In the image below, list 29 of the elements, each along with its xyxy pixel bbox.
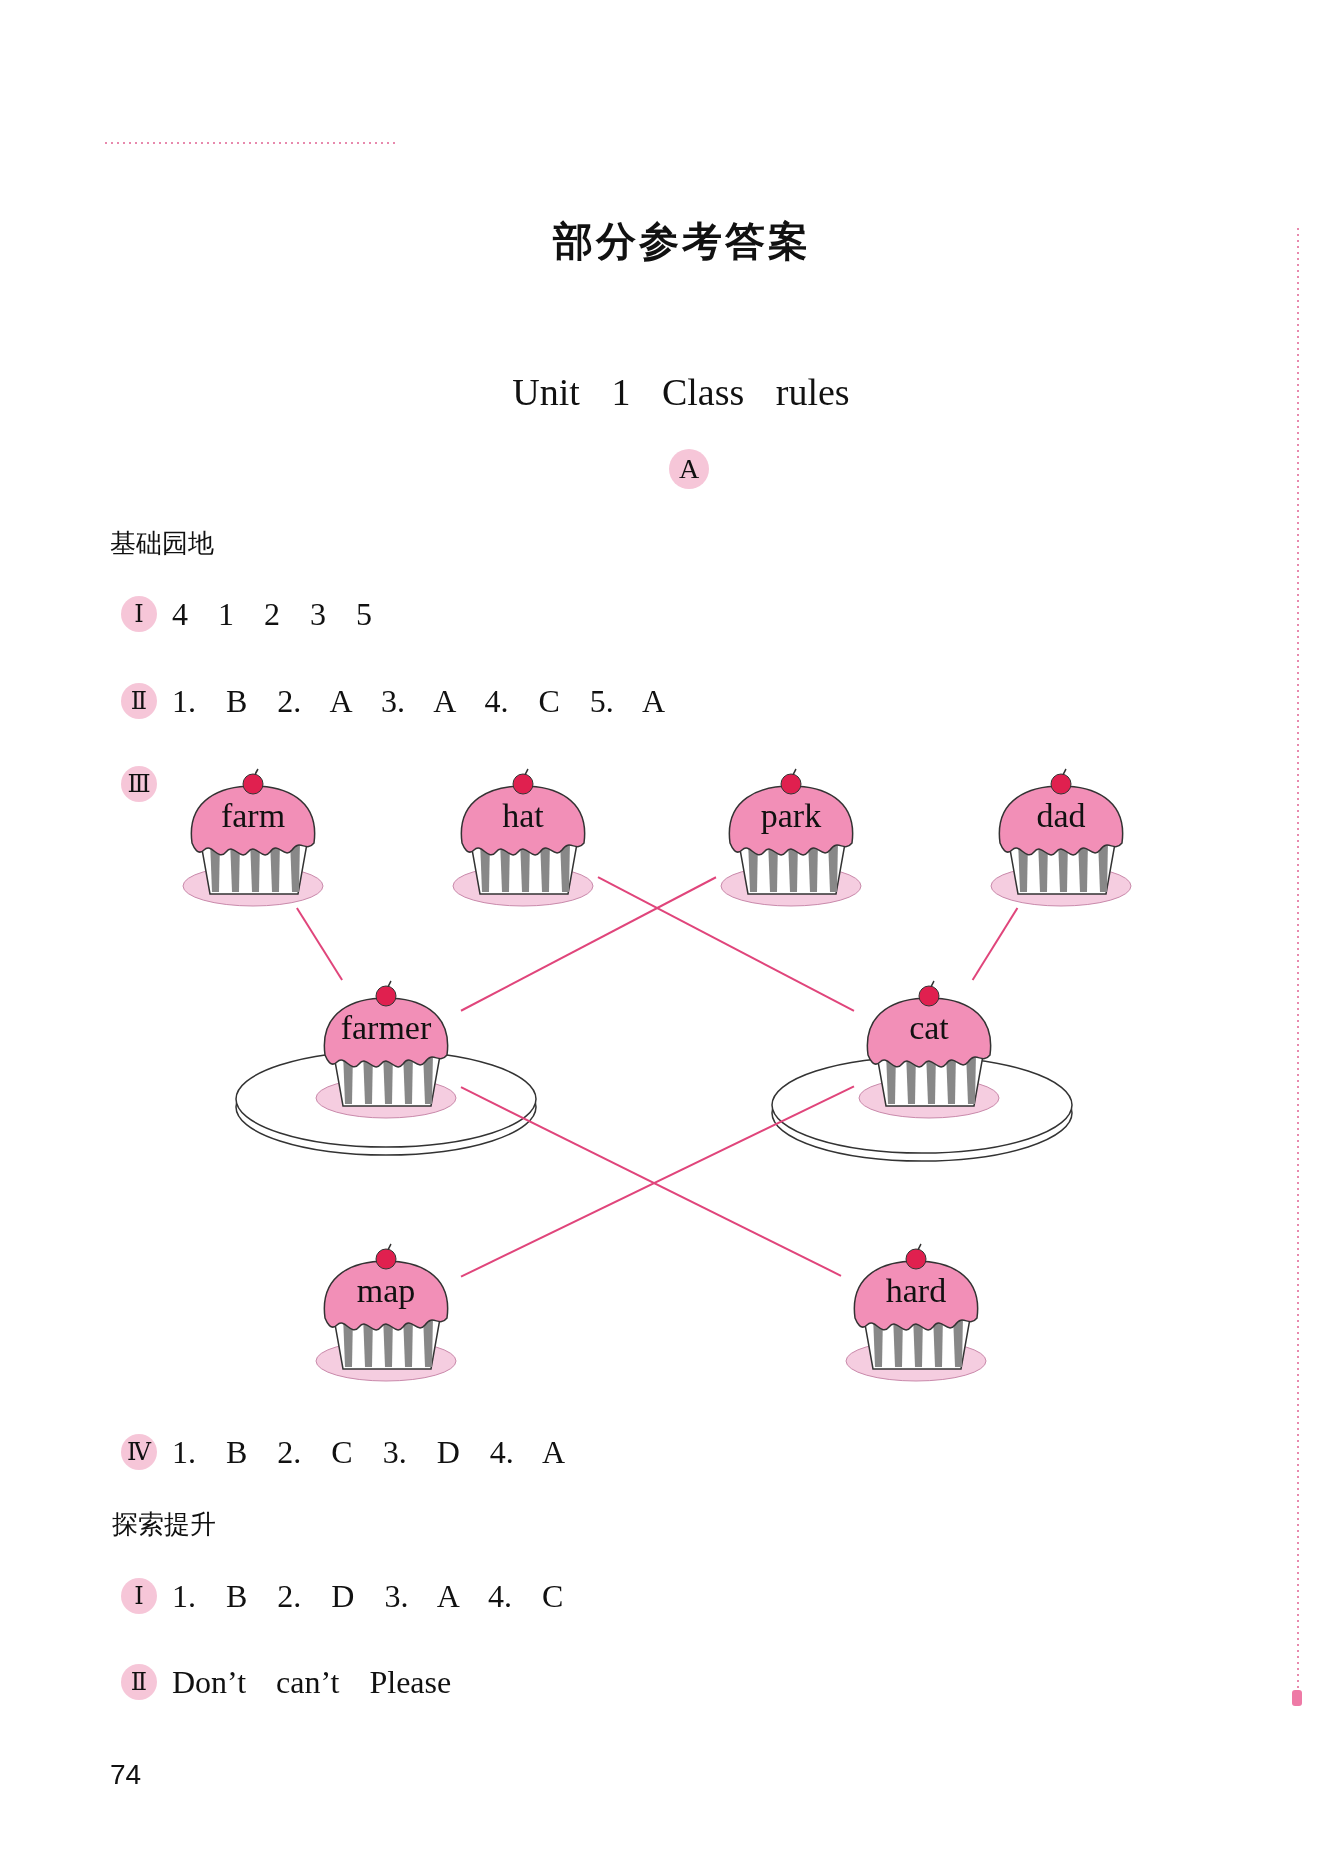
section-number: Ⅱ — [121, 683, 157, 719]
matching-line — [460, 876, 717, 1012]
answer-text: 1. B 2. A 3. A 4. C 5. A — [172, 682, 666, 720]
answer-text: Don’t can’t Please — [172, 1663, 452, 1701]
section-number: Ⅰ — [121, 1578, 157, 1614]
section-number: Ⅲ — [121, 766, 157, 802]
cupcake-word: dad — [1035, 796, 1087, 836]
section-letter: A — [669, 449, 709, 489]
section-heading: 探索提升 — [112, 1507, 216, 1541]
cupcake-word: hard — [884, 1271, 948, 1311]
cupcake-word: cat — [908, 1008, 950, 1048]
unit-heading: Unit 1 Class rules — [512, 370, 850, 414]
answer-text: 1. B 2. D 3. A 4. C — [172, 1577, 564, 1615]
answer-text: 4 1 2 3 5 — [172, 595, 372, 633]
matching-line — [971, 907, 1019, 981]
section-number: Ⅰ — [121, 596, 157, 632]
cupcake-word: map — [355, 1271, 417, 1311]
cupcake-word: park — [759, 796, 823, 836]
answer-text: 1. B 2. C 3. D 4. A — [172, 1433, 566, 1471]
matching-line — [295, 907, 344, 981]
section-number: Ⅱ — [121, 1664, 157, 1700]
section-number: Ⅳ — [121, 1434, 157, 1470]
page-title: 部分参考答案 — [553, 215, 811, 266]
matching-line — [597, 876, 855, 1012]
page-number: 74 — [110, 1759, 142, 1791]
cupcake-word: farm — [219, 796, 287, 836]
cupcake-word: farmer — [339, 1008, 433, 1048]
cupcake-word: hat — [501, 796, 545, 836]
section-heading: 基础园地 — [110, 526, 214, 560]
